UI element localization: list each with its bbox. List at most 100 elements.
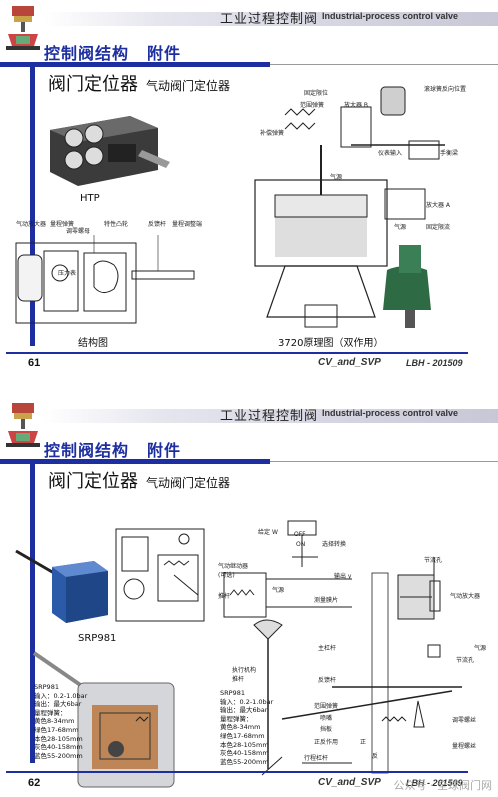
slide-61: 工业过程控制阀 Industrial-process control valve…	[0, 0, 498, 375]
title-rule	[0, 62, 270, 67]
positioner-schematic	[223, 520, 462, 776]
section-title-sub: 附件	[147, 441, 182, 460]
schematic-label-on: ON	[296, 541, 306, 548]
structure-label: 调零螺母	[66, 228, 91, 235]
schematic-label-piston: 推杆	[218, 593, 231, 600]
subtitle: 阀门定位器气动阀门定位器	[48, 467, 230, 493]
principle-drawing	[254, 86, 445, 328]
title-rule-grey	[270, 64, 498, 65]
spec-line: 输出：最大6bar	[220, 706, 268, 715]
footer-author: LBH - 201509	[406, 778, 463, 788]
structure-label: 量程弹簧	[50, 221, 75, 228]
spec-line: 本色28-105mm	[220, 740, 269, 749]
left-accent-bar	[30, 66, 35, 346]
principle-label: 滚球簧反向位置	[424, 86, 467, 93]
principle-label: 放大器 A	[426, 202, 451, 209]
schematic-label-orifice: 节流孔	[424, 557, 443, 564]
structure-caption: 结构图	[78, 338, 108, 349]
principle-label: 气源	[394, 224, 407, 231]
principle-label: 气源	[330, 174, 343, 181]
section-title-main: 控制阀结构	[44, 44, 130, 63]
header-title-cn: 工业过程控制阀	[220, 12, 319, 27]
spec-line: 输出：最大6bar	[34, 700, 82, 709]
valve-logo-icon	[6, 6, 40, 50]
schematic-label-feedback: 反馈杆	[318, 677, 337, 684]
schematic-label-travel-lever: 行程杠杆	[304, 755, 329, 762]
footer-course: CV_and_SVP	[318, 357, 381, 368]
section-title-sub: 附件	[147, 44, 182, 63]
schematic-label-piston-rod: 推杆	[232, 676, 245, 683]
spec-list-left: SRP981 输入：0.2-1.0bar 输出：最大6bar 量程弹簧： 黄色8…	[34, 683, 87, 760]
principle-label: 补偿弹簧	[260, 130, 285, 137]
spec-line: 黄色8-34mm	[34, 717, 75, 726]
header-title-en: Industrial-process control valve	[322, 408, 459, 418]
spec-list-middle: SRP981 输入：0.2-1.0bar 输出：最大6bar 量程弹簧： 黄色8…	[220, 689, 273, 766]
section-title: 控制阀结构附件	[44, 437, 181, 461]
header-title-en: Industrial-process control valve	[322, 11, 459, 21]
principle-label: 放大器 B	[344, 102, 369, 109]
schematic-label-amplifier: 气动放大器	[450, 593, 481, 600]
header-title-cn: 工业过程控制阀	[220, 409, 319, 424]
principle-label: 范围弹簧	[300, 102, 325, 109]
schematic-label-range-spring: 范围弹簧	[314, 703, 339, 710]
htp-caption: HTP	[80, 193, 100, 204]
schematic-label-flapper: 挡板	[320, 726, 333, 733]
schematic-label-output: 输出 y	[334, 573, 352, 580]
spec-line: 蓝色55-200mm	[220, 757, 269, 766]
schematic-label-range-screw: 量程螺丝	[452, 743, 477, 750]
spec-line: 输入：0.2-1.0bar	[34, 691, 88, 700]
schematic-label-orifice2: 节流孔	[456, 657, 475, 664]
schematic-label-setpoint-w: W	[271, 529, 278, 536]
spec-line: 黄色8-34mm	[220, 723, 261, 732]
title-rule-grey	[270, 461, 498, 462]
footer-course: CV_and_SVP	[318, 777, 381, 788]
schematic-label-positive: 正	[360, 739, 367, 746]
htp-positioner-image	[50, 116, 170, 186]
schematic-label-supply: 气源	[272, 587, 285, 594]
srp981-photo	[32, 651, 175, 788]
schematic-label-supply2: 气源	[474, 645, 487, 652]
schematic-label-main-lever: 主杠杆	[318, 645, 337, 652]
subtitle-small: 气动阀门定位器	[146, 79, 231, 93]
principle-label: 固定限位	[304, 90, 329, 97]
spec-line: 量程弹簧：	[220, 714, 253, 723]
srp981-caption: SRP981	[78, 633, 117, 644]
schematic-label-direct: 正反作用	[314, 739, 339, 746]
structure-label: 量程调整端	[172, 221, 203, 228]
spec-line: SRP981	[34, 683, 59, 691]
footer-rule	[6, 771, 468, 773]
subtitle-main: 阀门定位器	[48, 74, 138, 95]
principle-caption: 3720原理图（双作用）	[278, 338, 384, 349]
schematic-label-nozzle: 喷嘴	[320, 715, 333, 722]
footer-author: LBH - 201509	[406, 358, 463, 368]
spec-line: 绿色17-68mm	[220, 731, 265, 740]
schematic-label-relay-opt: (可选)	[218, 572, 235, 579]
spec-line: 输入：0.2-1.0bar	[220, 697, 274, 706]
header-bar	[44, 409, 498, 423]
left-accent-bar	[30, 463, 35, 763]
header-bar	[44, 12, 498, 26]
principle-label: 仪表输入	[378, 150, 403, 157]
spec-line: 蓝色55-200mm	[34, 751, 83, 760]
section-title-main: 控制阀结构	[44, 441, 130, 460]
structure-drawing	[15, 235, 195, 324]
footer-rule	[6, 352, 468, 354]
watermark: 公众号 · 全球阀门网	[393, 779, 493, 792]
subtitle-small: 气动阀门定位器	[146, 476, 231, 490]
slide-62: 工业过程控制阀 Industrial-process control valve…	[0, 397, 498, 797]
principle-label: 手衡梁	[440, 150, 459, 157]
spec-line: 量程弹簧：	[34, 708, 67, 717]
srp981-image	[15, 549, 108, 623]
structure-label: 反馈杆	[148, 221, 167, 228]
spec-line: SRP981	[220, 689, 245, 697]
spec-line: 绿色17-68mm	[34, 725, 79, 734]
page-number: 61	[28, 357, 41, 369]
subtitle: 阀门定位器气动阀门定位器	[48, 70, 230, 96]
spec-line: 本色28-105mm	[34, 734, 83, 743]
spec-line: 灰色40-158mm	[34, 743, 83, 752]
schematic-label-zero-screw: 调零螺丝	[452, 717, 477, 724]
structure-label: 压力表	[58, 270, 77, 277]
page-number: 62	[28, 777, 41, 789]
schematic-label-setpoint: 给定 W	[258, 527, 278, 536]
schematic-label-actuator: 执行机构	[232, 667, 257, 674]
